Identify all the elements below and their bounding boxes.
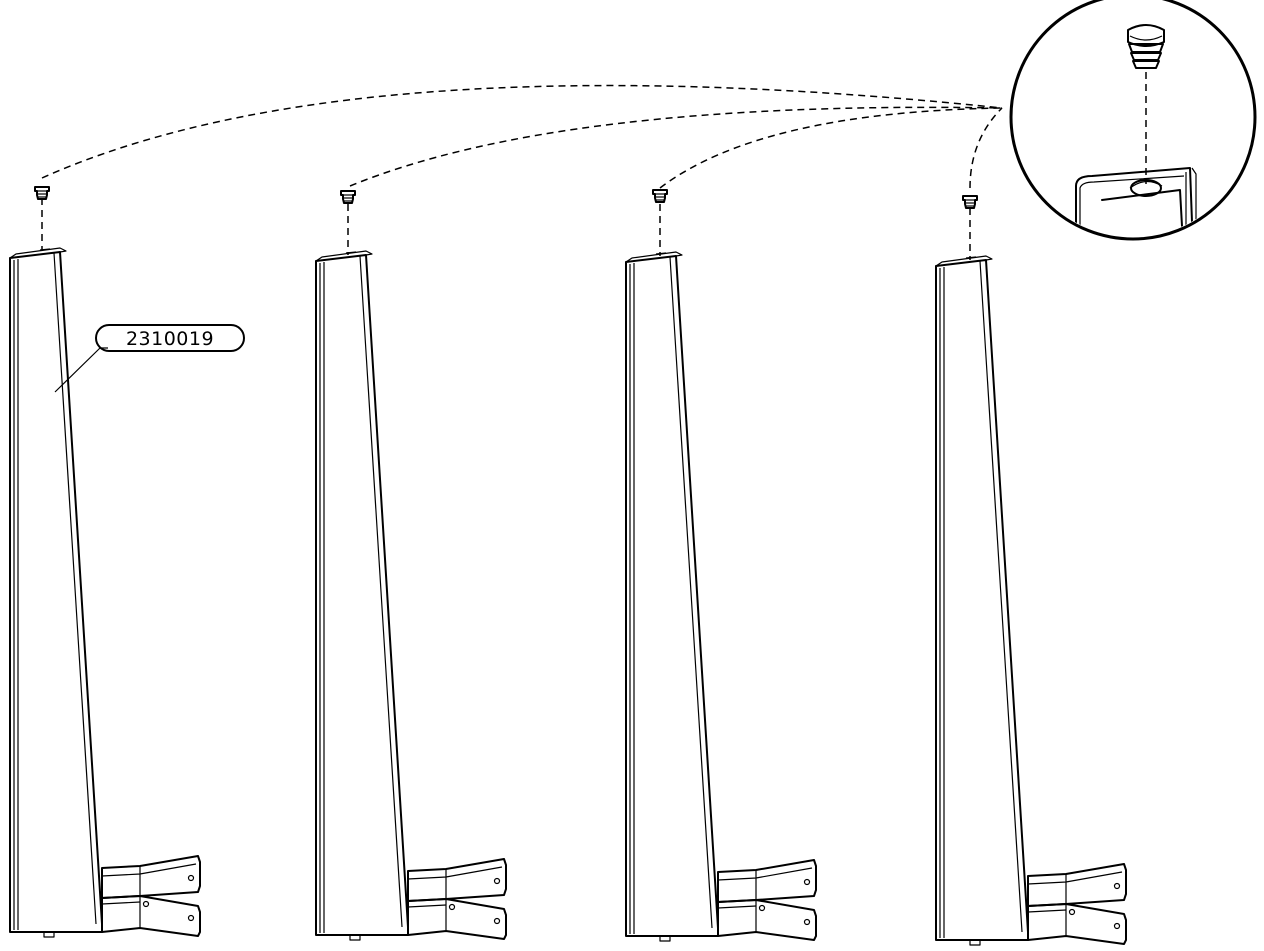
part-balloon: [95, 324, 245, 352]
plug-1: [34, 186, 50, 200]
plug-2: [340, 190, 356, 204]
plug-3: [652, 189, 668, 203]
leader-curve-4: [969, 107, 1003, 189]
post-4: [935, 255, 1127, 946]
detail-view: [1009, 0, 1257, 241]
leader-curve-3: [659, 107, 1003, 189]
plug-4: [962, 195, 978, 209]
part-number-label: 2310019: [126, 328, 214, 350]
leader-curve-2: [349, 106, 1003, 187]
part-callout: 2310019: [54, 324, 245, 393]
post-3: [625, 251, 817, 942]
detail-plug: [1127, 24, 1165, 69]
leader-curve-1: [41, 84, 1003, 179]
post-2: [315, 250, 507, 941]
